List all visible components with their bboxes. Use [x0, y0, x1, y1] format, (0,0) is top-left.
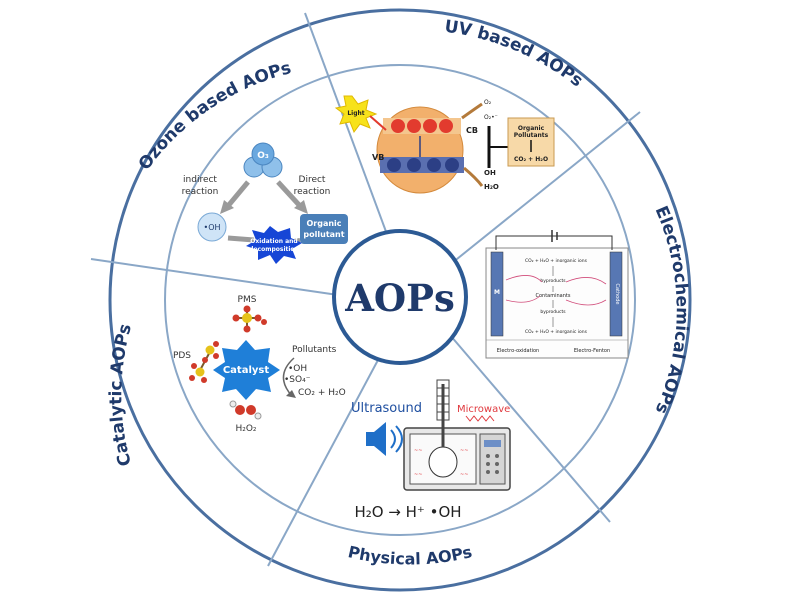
- electro-pathways: [505, 275, 607, 306]
- uv-holes: [387, 158, 459, 172]
- electro-cathode: [609, 251, 623, 337]
- uv-arrow-vb: [463, 166, 484, 187]
- divider-ozone-uv: [304, 12, 389, 238]
- ozone-oxidation-burst: [246, 226, 302, 264]
- ozone-molecule: O₃: [243, 142, 283, 178]
- physical-microwave-wave: [465, 415, 495, 422]
- electro-wire: [495, 235, 613, 250]
- uv-h2o-label: H₂O: [484, 183, 499, 191]
- catalytic-h2o2-label: H₂O₂: [235, 424, 256, 434]
- ozone-panel: O₃ indirect reaction Direct reaction •OH…: [182, 142, 348, 264]
- ozone-direct-label-2: reaction: [294, 187, 331, 197]
- physical-panel: Ultrasound Microwave: [351, 379, 511, 521]
- electro-cell-frame: [485, 247, 629, 359]
- electro-bottom-equation: CO₂ + H₂O + inorganic ions: [525, 329, 588, 335]
- electro-right-caption: Electro-Fenton: [574, 348, 610, 354]
- svg-text:~~: ~~: [460, 472, 468, 478]
- ozone-arrow-oh-burst: [227, 235, 255, 243]
- uv-electrons: [391, 119, 453, 133]
- uv-arrow-cb: [461, 102, 483, 120]
- uv-oh-label: OH: [484, 169, 496, 177]
- electro-panel: M Cathode CO₂ + H₂O + inorganic ions byp…: [485, 230, 629, 359]
- electro-anode: [490, 251, 504, 337]
- uv-organic-label: Organic: [518, 125, 545, 132]
- ozone-oh-label: •OH: [203, 223, 220, 232]
- ozone-arrowhead-left: [220, 200, 234, 214]
- uv-vb-band: [380, 157, 464, 173]
- electro-contaminants: Contaminants: [536, 293, 571, 299]
- ozone-indirect-label-2: reaction: [182, 187, 219, 197]
- physical-ultrasound-label: Ultrasound: [351, 401, 422, 416]
- catalytic-oh-label: •OH: [288, 364, 307, 374]
- uv-panel: CB VB Light O₂ O₂•⁻ OH H₂O Organic Pollu…: [334, 95, 555, 194]
- h2o2-molecule-icon: [229, 400, 262, 420]
- uv-light-ray: [369, 115, 387, 131]
- ozone-o3-label: O₃: [257, 151, 269, 161]
- pms-molecule-icon: [232, 305, 267, 333]
- uv-cb-label: CB: [466, 126, 478, 135]
- uv-light-burst: [334, 95, 378, 134]
- divider-physical-catalytic: [267, 359, 379, 567]
- svg-text:~~: ~~: [414, 448, 422, 454]
- catalytic-so4-label: •SO₄⁻: [284, 375, 311, 385]
- center-label: AOPs: [344, 276, 455, 320]
- catalyst-label: Catalyst: [223, 365, 270, 376]
- catalytic-pds-label: PDS: [173, 351, 191, 361]
- electro-top-equation: CO₂ + H₂O + inorganic ions: [525, 258, 588, 264]
- uv-o2rad-label: O₂•⁻: [484, 114, 498, 121]
- catalyst-burst: [213, 340, 280, 400]
- electro-left-caption: Electro-oxidation: [497, 348, 539, 354]
- divider-electro-physical: [449, 334, 611, 523]
- catalytic-products-label: CO₂ + H₂O: [298, 388, 346, 398]
- uv-products-label: CO₂ + H₂O: [514, 156, 548, 163]
- ozone-organic-box: [300, 214, 348, 244]
- uv-vb-label: VB: [372, 153, 384, 162]
- catalytic-pollutants-label: Pollutants: [292, 345, 337, 355]
- uv-light-label: Light: [347, 110, 364, 117]
- divider-uv-electro: [451, 111, 641, 264]
- physical-microwave-label: Microwave: [457, 404, 510, 415]
- ozone-organic-label-2: pollutant: [303, 230, 344, 239]
- catalytic-panel: PMS PDS Catalyst Pollutants •O: [173, 295, 346, 434]
- electro-anode-label: M: [494, 289, 500, 296]
- uv-o2-label: O₂: [484, 99, 492, 106]
- center-hub: [332, 229, 468, 365]
- speaker-icon: [366, 422, 403, 456]
- ozone-arrow-left: [226, 180, 250, 208]
- ozone-decomposition-label: decomposition: [249, 246, 299, 253]
- uv-pollutants-label: Pollutants: [514, 132, 549, 139]
- ozone-oh-bubble: [197, 212, 227, 242]
- ozone-arrow-right: [276, 180, 302, 208]
- ozone-indirect-label: indirect: [183, 175, 217, 185]
- svg-text:~~: ~~: [414, 472, 422, 478]
- divider-catalytic-ozone: [90, 258, 339, 296]
- ozone-direct-label: Direct: [299, 175, 326, 185]
- catalytic-pms-label: PMS: [238, 295, 257, 305]
- ozone-organic-label: Organic: [306, 219, 341, 228]
- pds-molecule-icon: [189, 341, 219, 383]
- electro-byproducts-top: byproducts: [540, 278, 566, 284]
- microwave-oven-icon: ~~ ~~ ~~ ~~: [403, 379, 511, 491]
- electro-cathode-label: Cathode: [614, 284, 620, 305]
- ozone-arrowhead-right: [294, 200, 308, 214]
- ozone-oxidation-label: Oxidation and: [250, 238, 297, 245]
- svg-text:~~: ~~: [460, 448, 468, 454]
- electro-byproducts-bottom: byproducts: [540, 309, 566, 315]
- inner-ring: [164, 64, 636, 536]
- physical-equation: H₂O → H⁺ •OH: [354, 503, 461, 521]
- segment-dividers: [90, 12, 641, 567]
- catalytic-arrowhead: [286, 390, 296, 398]
